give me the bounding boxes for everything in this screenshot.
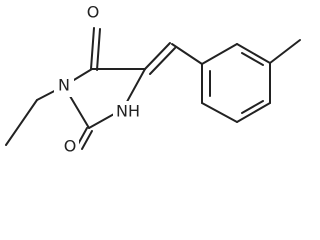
atom-o-top: O	[87, 3, 100, 22]
atom-o-bottom: O	[64, 137, 77, 156]
bond-ar1-ar2	[201, 43, 238, 65]
bond-ar-inner-bottom	[241, 100, 264, 114]
nh-label-bg	[113, 101, 143, 123]
o-top-label-bg	[84, 2, 102, 24]
bond-c4-o-top-a	[90, 27, 95, 70]
bond-ar-inner-top	[241, 52, 264, 66]
atom-n-ring: N	[58, 76, 70, 95]
bond-ar2-ar3	[236, 43, 271, 64]
bond-ar5-ar6	[201, 102, 238, 123]
bond-ch2-ch3	[5, 99, 38, 146]
bond-c5-methine-b	[149, 47, 176, 75]
bond-methine-aryl	[171, 43, 203, 65]
bond-c5-methine-a	[144, 42, 171, 70]
atom-nh: NH	[116, 102, 140, 121]
chemical-structure: O N NH O	[5, 2, 301, 157]
bond-ar4-ar5	[236, 102, 271, 123]
bond-c4-o-top-b	[96, 28, 101, 71]
bond-ar3-methyl	[269, 39, 301, 64]
n-label-bg	[54, 75, 74, 97]
o-bottom-label-bg	[61, 137, 79, 157]
bond-c2-o-bottom-b	[81, 130, 93, 150]
